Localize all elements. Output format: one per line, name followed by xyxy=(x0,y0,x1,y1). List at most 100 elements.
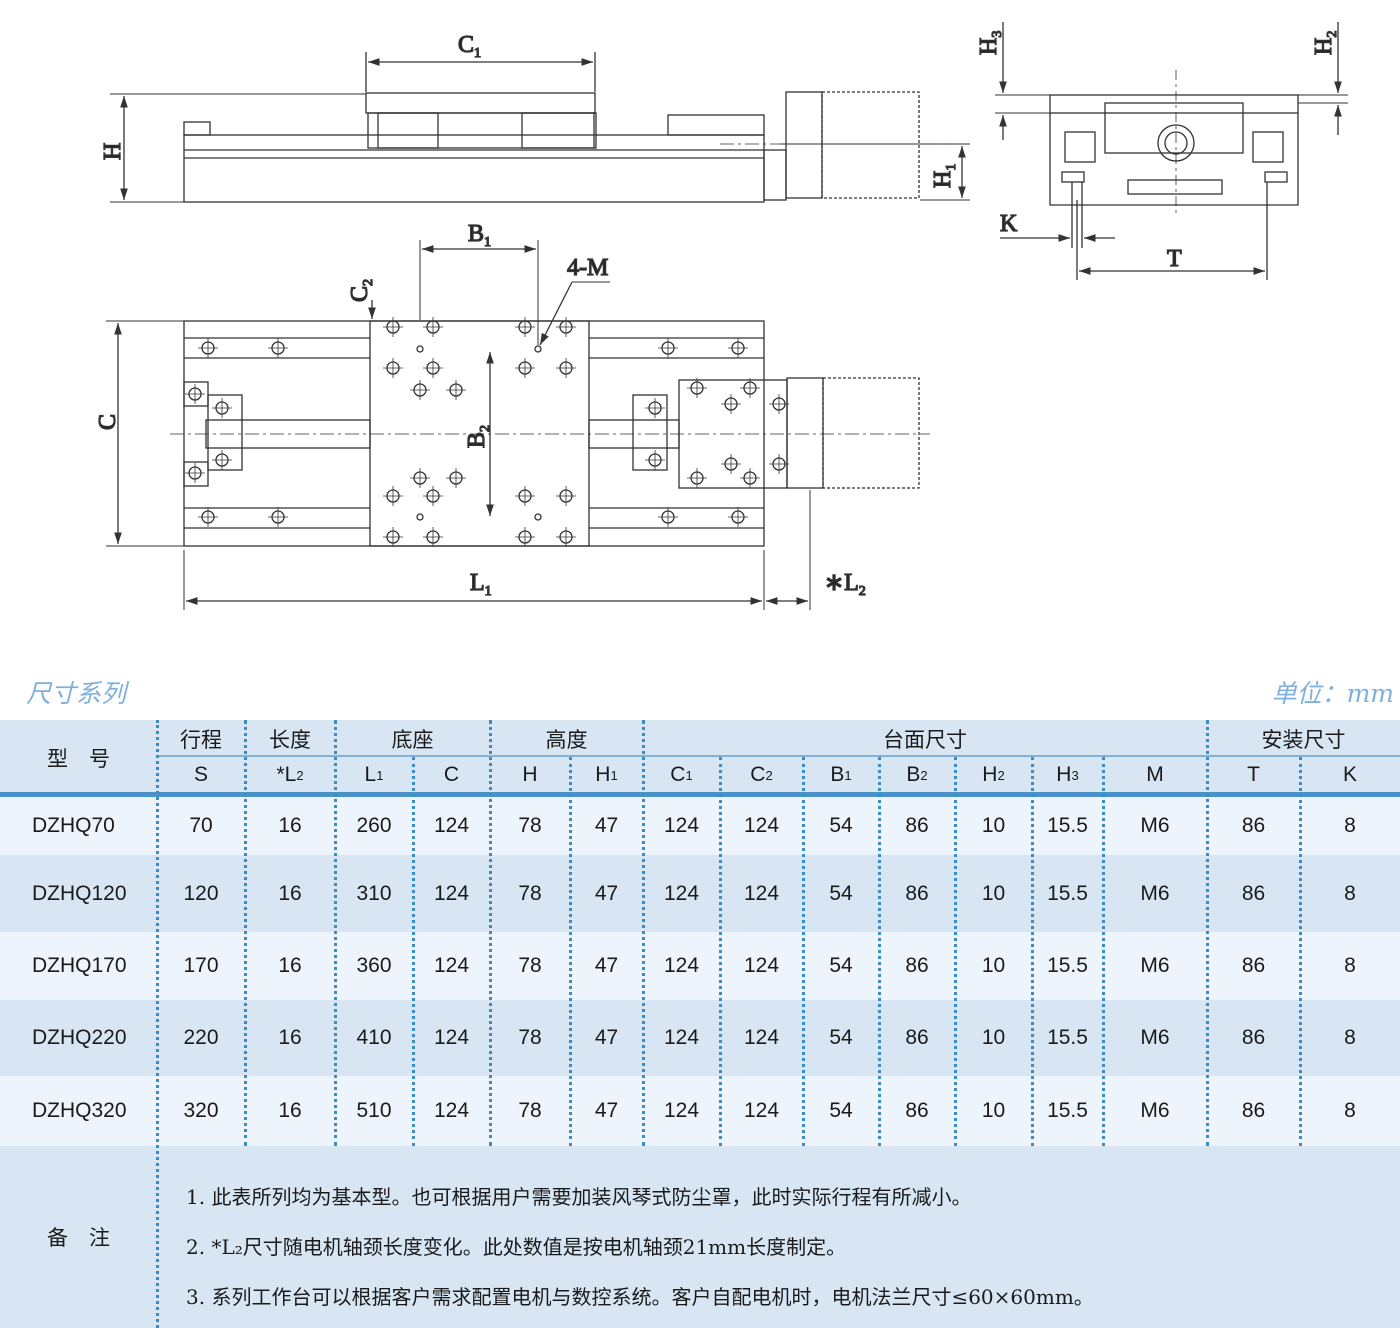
column-subscript: 1 xyxy=(376,767,384,783)
value-cell: 78 xyxy=(518,954,542,977)
unit-label: 单位：mm xyxy=(1271,679,1394,708)
value-cell: 124 xyxy=(433,814,470,837)
column-symbol: C xyxy=(750,763,766,786)
value-cell: 10 xyxy=(981,881,1006,905)
dim-label-h: H xyxy=(100,143,126,160)
column-symbol: H xyxy=(522,763,538,786)
model-cell: DZHQ70 xyxy=(32,814,115,837)
value-cell: 47 xyxy=(594,881,619,905)
m-thread-hole xyxy=(534,513,542,521)
column-header: S xyxy=(157,757,245,793)
dim-label-c2: C2 xyxy=(347,279,376,302)
value-cell: 124 xyxy=(743,814,780,837)
model-header: 型 号 xyxy=(47,746,110,771)
technical-drawing: C1 H H1 H3 H2 K T B1 4-M C2 C B2 L1 ∗L2 xyxy=(94,22,1348,610)
value-cell: 124 xyxy=(433,1026,470,1049)
end-view xyxy=(995,22,1348,280)
m-thread-hole xyxy=(416,345,424,353)
value-cell: 86 xyxy=(905,1026,929,1049)
row-background xyxy=(0,855,1400,932)
dim-label-c1: C1 xyxy=(458,32,481,61)
value-cell: 410 xyxy=(356,1026,392,1049)
value-cell: 124 xyxy=(433,1099,470,1122)
column-symbol: S xyxy=(193,763,208,786)
column-header: C xyxy=(413,757,490,793)
column-subscript: 2 xyxy=(296,767,304,783)
value-cell: 170 xyxy=(183,954,219,977)
value-cell: 54 xyxy=(829,881,853,905)
value-cell: 15.5 xyxy=(1047,1026,1088,1049)
value-cell: M6 xyxy=(1140,954,1170,977)
column-symbol: L xyxy=(364,763,377,786)
column-header: K xyxy=(1300,757,1400,793)
column-divider xyxy=(489,720,492,1146)
dim-label-l2: ∗L2 xyxy=(824,570,866,599)
value-cell: 78 xyxy=(518,1026,542,1049)
value-cell: 86 xyxy=(1241,1026,1266,1049)
value-cell: 124 xyxy=(743,881,780,905)
value-cell: 124 xyxy=(743,1026,780,1049)
value-cell: 320 xyxy=(183,1099,219,1122)
column-symbol: M xyxy=(1146,763,1164,786)
value-cell: 54 xyxy=(829,814,853,837)
value-cell: 15.5 xyxy=(1047,814,1088,837)
value-cell: 8 xyxy=(1344,1099,1356,1122)
column-subscript: 2 xyxy=(765,767,773,783)
value-cell: 8 xyxy=(1344,1026,1356,1049)
value-cell: 10 xyxy=(981,954,1006,977)
value-cell: 47 xyxy=(594,954,619,977)
group-header: 台面尺寸 xyxy=(883,727,967,752)
column-header: M xyxy=(1103,757,1207,793)
note-line: 2. *L₂尺寸随电机轴颈长度变化。此处数值是按电机轴颈21mm长度制定。 xyxy=(186,1235,847,1259)
value-cell: 47 xyxy=(594,814,619,837)
value-cell: M6 xyxy=(1140,814,1170,837)
value-cell: 86 xyxy=(905,1099,929,1122)
column-divider xyxy=(334,720,337,1146)
group-header: 底座 xyxy=(391,727,434,752)
column-symbol: K xyxy=(1342,763,1357,786)
dim-label-4m: 4-M xyxy=(567,255,608,281)
model-cell: DZHQ120 xyxy=(32,881,127,905)
column-symbol: H xyxy=(982,763,998,786)
column-divider xyxy=(1031,757,1034,1146)
header-background xyxy=(0,720,1400,795)
column-header: T xyxy=(1207,757,1300,793)
dim-label-b1: B1 xyxy=(468,221,491,250)
value-cell: M6 xyxy=(1140,1026,1170,1049)
dim-label-h2: H2 xyxy=(1311,31,1340,55)
note-line: 3. 系列工作台可以根据客户需求配置电机与数控系统。客户自配电机时，电机法兰尺寸… xyxy=(186,1285,1094,1309)
column-symbol: H xyxy=(1056,763,1072,786)
value-cell: 78 xyxy=(518,1099,542,1122)
value-cell: 86 xyxy=(905,814,929,837)
dim-label-k: K xyxy=(1000,211,1018,237)
column-divider xyxy=(802,757,805,1146)
note-line: 1. 此表所列均为基本型。也可根据用户需要加装风琴式防尘罩，此时实际行程有所减小… xyxy=(186,1185,972,1209)
value-cell: 310 xyxy=(356,881,392,905)
column-divider xyxy=(1299,757,1302,1146)
column-subscript: 2 xyxy=(997,767,1005,783)
dim-label-l1: L1 xyxy=(470,570,492,599)
model-cell: DZHQ320 xyxy=(32,1099,127,1122)
row-background xyxy=(0,1076,1400,1146)
column-symbol: B xyxy=(906,763,921,786)
value-cell: 10 xyxy=(981,1026,1006,1049)
column-divider xyxy=(642,720,645,1146)
column-subscript: 2 xyxy=(920,767,928,783)
value-cell: 120 xyxy=(183,881,219,905)
value-cell: 124 xyxy=(663,1026,700,1049)
dim-label-b2: B2 xyxy=(464,425,493,448)
value-cell: 8 xyxy=(1344,814,1356,837)
value-cell: 510 xyxy=(356,1099,392,1122)
column-divider xyxy=(719,757,722,1146)
value-cell: 86 xyxy=(1241,881,1266,905)
value-cell: 86 xyxy=(905,954,929,977)
header-subline xyxy=(157,755,1400,757)
value-cell: 47 xyxy=(594,1026,619,1049)
